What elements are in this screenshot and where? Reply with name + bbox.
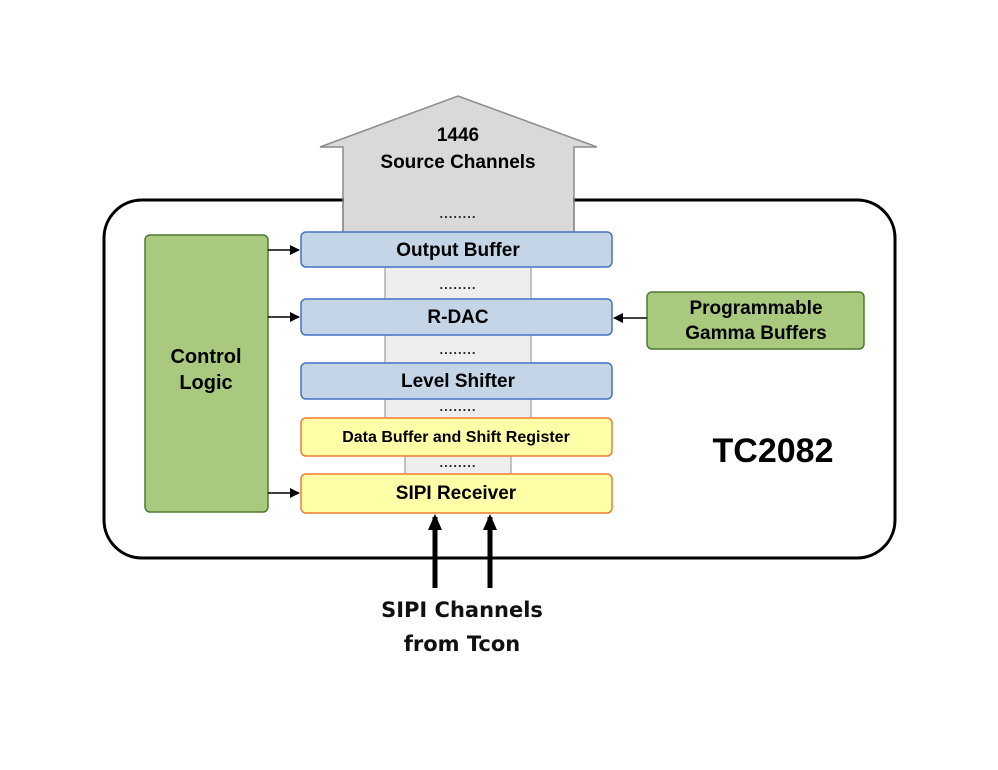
arrow-label-count: 1446: [437, 125, 479, 146]
gamma-buffers-label-2: Gamma Buffers: [685, 323, 827, 344]
sipi-input-label-2: from Tcon: [404, 632, 520, 656]
bus-backdrop-upper: [384, 265, 532, 301]
sipi-input-label-1: SIPI Channels: [381, 598, 543, 622]
level-shifter-block: [300, 362, 613, 400]
r-dac-label: R-DAC: [427, 307, 488, 328]
level-shifter-label: Level Shifter: [401, 371, 516, 392]
dots-3: ........: [440, 399, 477, 414]
dots-1: ........: [440, 277, 477, 292]
arrow-label-text: Source Channels: [380, 152, 535, 173]
control-logic-label-1: Control: [170, 346, 241, 368]
dots-2: ........: [440, 342, 477, 357]
output-buffer-label: Output Buffer: [396, 240, 520, 261]
sipi-input-arrowhead-right: [483, 514, 497, 530]
data-buffer-block: [300, 417, 613, 457]
arrow-shaft-inside: [344, 198, 573, 232]
output-buffer-block: [300, 231, 613, 268]
sipi-input-arrowhead-left: [428, 514, 442, 530]
dots-4: ........: [440, 455, 477, 470]
gamma-buffers-label-1: Programmable: [689, 298, 822, 319]
r-dac-block: [300, 298, 613, 336]
control-logic-block: [144, 234, 269, 513]
gamma-buffers-block: [646, 291, 865, 350]
sipi-receiver-block: [300, 473, 613, 514]
chip-name: TC2082: [713, 432, 834, 470]
data-buffer-label: Data Buffer and Shift Register: [342, 429, 570, 446]
control-logic-label-2: Logic: [179, 372, 232, 394]
sipi-receiver-label: SIPI Receiver: [396, 483, 517, 504]
dots-top: ........: [440, 206, 477, 221]
